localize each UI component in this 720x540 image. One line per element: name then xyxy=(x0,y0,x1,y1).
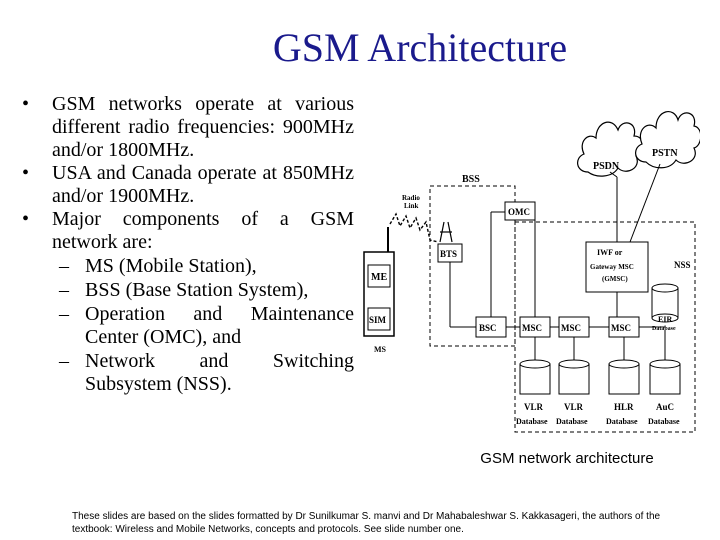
omc-box xyxy=(504,201,536,221)
radio-link-label: Radio Link xyxy=(402,194,422,210)
pstn-label: PSTN xyxy=(652,148,678,159)
me-box xyxy=(367,264,391,288)
figure-caption: GSM network architecture xyxy=(480,450,654,467)
bullet-item: • USA and Canada operate at 850MHz and/o… xyxy=(22,162,354,208)
msc-label-2: MSC xyxy=(561,323,581,333)
vlr-db-label-2: Database xyxy=(556,417,588,426)
gmsc-label-1: IWF or xyxy=(597,248,623,257)
vlr-database-1 xyxy=(519,359,551,395)
dash-marker: – xyxy=(59,279,69,301)
hlr-db-label: Database xyxy=(606,417,638,426)
auc-database xyxy=(649,359,681,395)
psdn-cloud xyxy=(577,121,644,177)
sim-label: SIM xyxy=(369,315,387,325)
dash-marker: – xyxy=(59,255,69,277)
vlr-label-2: VLR xyxy=(564,402,584,412)
gsm-architecture-diagram: PSDN PSTN BSS NSS ME SIM MS Radio Link B… xyxy=(363,111,700,433)
sim-box xyxy=(367,307,391,331)
radio-label-line: Radio xyxy=(402,194,420,202)
bullet-marker: • xyxy=(22,208,30,230)
sub-bullet-item: – MS (Mobile Station), xyxy=(22,255,354,278)
gmsc-label-2: Gateway MSC xyxy=(590,263,634,271)
bsc-label: BSC xyxy=(479,323,497,333)
ms-label: MS xyxy=(374,345,387,354)
radio-link xyxy=(389,212,439,243)
eir-db-label: Database xyxy=(652,326,676,332)
vlr-database-2 xyxy=(558,359,590,395)
eir-database xyxy=(651,283,679,323)
bullet-text: USA and Canada operate at 850MHz and/or … xyxy=(52,162,354,207)
eir-label: EIR xyxy=(658,315,672,324)
omc-label: OMC xyxy=(508,207,530,217)
bullet-text: Major components of a GSM network are: xyxy=(52,208,354,253)
dash-marker: – xyxy=(59,350,69,372)
sub-bullet-text: Network and Switching Subsystem (NSS). xyxy=(85,350,354,395)
gmsc-label-3: (GMSC) xyxy=(602,275,628,283)
bullet-text: GSM networks operate at various differen… xyxy=(52,93,354,161)
footer-note: These slides are based on the slides for… xyxy=(72,511,661,535)
vlr-db-label-1: Database xyxy=(516,417,548,426)
me-label: ME xyxy=(371,272,387,283)
auc-label: AuC xyxy=(656,402,674,412)
bullet-item: • Major components of a GSM network are: xyxy=(22,208,354,254)
connections xyxy=(449,163,666,360)
msc-label-3: MSC xyxy=(611,323,631,333)
sub-bullet-item: – Network and Switching Subsystem (NSS). xyxy=(22,350,354,396)
dash-marker: – xyxy=(59,303,69,325)
vlr-label-1: VLR xyxy=(524,402,544,412)
sub-bullet-item: – Operation and Maintenance Center (OMC)… xyxy=(22,303,354,349)
msc-label-1: MSC xyxy=(522,323,542,333)
hlr-database xyxy=(608,359,640,395)
bullet-item: • GSM networks operate at various differ… xyxy=(22,93,354,162)
bullet-marker: • xyxy=(22,93,30,115)
hlr-label: HLR xyxy=(614,402,634,412)
slide-title: GSM Architecture xyxy=(272,25,568,70)
bts-label: BTS xyxy=(440,249,457,259)
bts-tower xyxy=(439,221,453,243)
sub-bullet-text: MS (Mobile Station), xyxy=(85,255,257,277)
sub-bullet-item: – BSS (Base Station System), xyxy=(22,279,354,302)
bss-label: BSS xyxy=(462,174,480,185)
psdn-label: PSDN xyxy=(593,161,620,172)
sub-bullet-text: BSS (Base Station System), xyxy=(85,279,309,301)
nss-label: NSS xyxy=(674,260,691,270)
radio-label-line: Link xyxy=(404,202,419,210)
sub-bullet-text: Operation and Maintenance Center (OMC), … xyxy=(85,303,354,348)
bullet-marker: • xyxy=(22,162,30,184)
auc-db-label: Database xyxy=(648,417,680,426)
pstn-cloud xyxy=(635,111,700,169)
bullet-list: • GSM networks operate at various differ… xyxy=(22,93,354,396)
